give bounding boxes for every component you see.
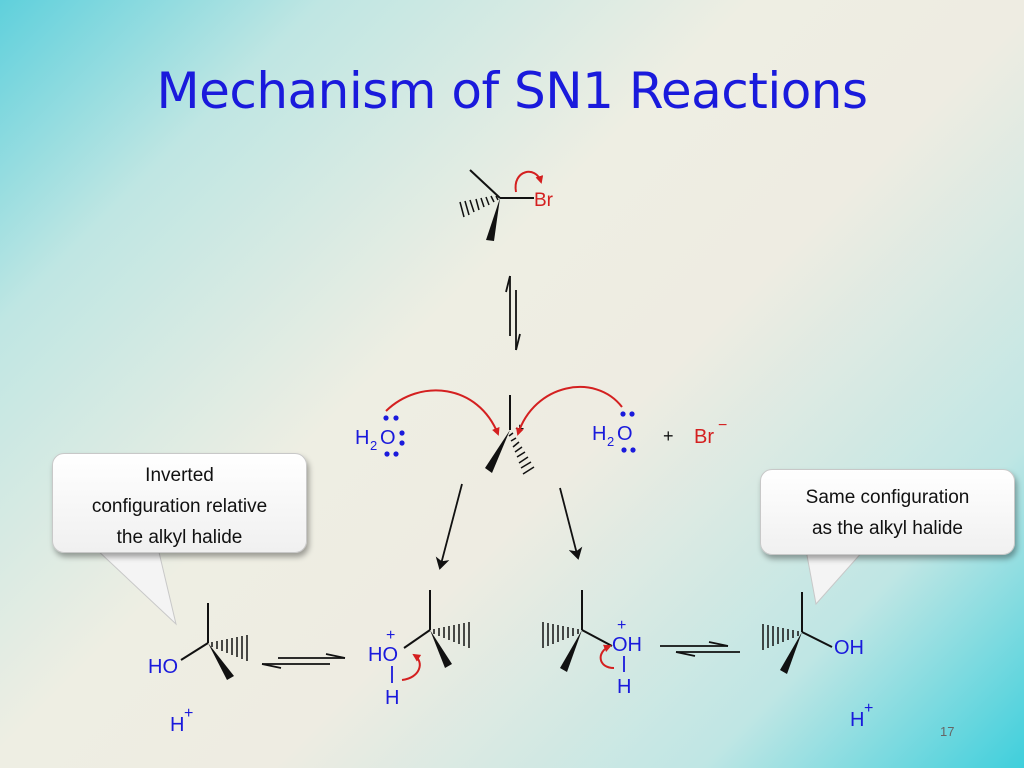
attack-arrow-left [385, 389, 500, 436]
product-inverted-alcohol: HO [148, 603, 248, 680]
bromine-label: Br [534, 190, 554, 211]
callout-line: as the alkyl halide [811, 518, 964, 539]
hydroxyl-label: OH [612, 634, 642, 656]
alkyl-bromide: Br [459, 169, 554, 241]
water-subscript: 2 [370, 438, 377, 453]
oxonium-charge: + [386, 627, 395, 644]
water-right: H 2 O [592, 411, 636, 453]
reaction-arrow-right [559, 487, 583, 560]
water-o: O [617, 423, 633, 445]
hydroxyl-label: HO [368, 644, 398, 666]
carbocation: + [485, 395, 535, 475]
equilibrium-arrow-vertical [505, 275, 521, 351]
deprotonation-arrow-left [401, 653, 422, 681]
plus-sign: + [663, 426, 674, 446]
bromide-ion: Br [694, 426, 714, 448]
water-left: H 2 O [355, 415, 405, 457]
callout-same-configuration: Same configuration as the alkyl halide [760, 469, 1015, 555]
bromide-charge: − [718, 417, 727, 434]
deprotonation-arrow-right [599, 644, 615, 669]
callout-line: Inverted [145, 465, 214, 486]
proton-right-charge: + [864, 700, 873, 717]
callout-line: configuration relative [91, 496, 268, 517]
equilibrium-arrow-left [261, 653, 346, 669]
callout-inverted-configuration: Inverted configuration relative the alky… [52, 453, 307, 553]
hydroxyl-label: HO [148, 656, 178, 678]
slide-title: Mechanism of SN1 Reactions [156, 62, 868, 120]
proton-left: H [170, 714, 184, 736]
callout-left-tail [93, 547, 177, 626]
lone-pairs [620, 411, 636, 453]
attack-arrow-right [516, 385, 623, 436]
callout-right-tail [805, 549, 866, 606]
equilibrium-arrow-right [660, 641, 740, 657]
oxonium-retained: OH + H [542, 590, 642, 698]
reaction-arrow-left [435, 483, 463, 570]
ionization-arrow [514, 170, 544, 193]
oxonium-inverted: HO + H [368, 590, 470, 709]
page-number: 17 [940, 724, 955, 739]
water-h: H [592, 423, 606, 445]
proton-right: H [850, 709, 864, 731]
product-retained-alcohol: OH [762, 592, 864, 674]
oxonium-h: H [385, 687, 399, 709]
callout-line: the alkyl halide [116, 527, 243, 548]
proton-left-charge: + [184, 705, 193, 722]
oxonium-charge: + [617, 617, 626, 634]
lone-pairs [383, 415, 405, 457]
oxonium-h: H [617, 676, 631, 698]
water-subscript: 2 [607, 434, 614, 449]
water-o: O [380, 427, 396, 449]
callout-line: Same configuration [805, 487, 970, 508]
hydroxyl-label: OH [834, 637, 864, 659]
water-h: H [355, 427, 369, 449]
